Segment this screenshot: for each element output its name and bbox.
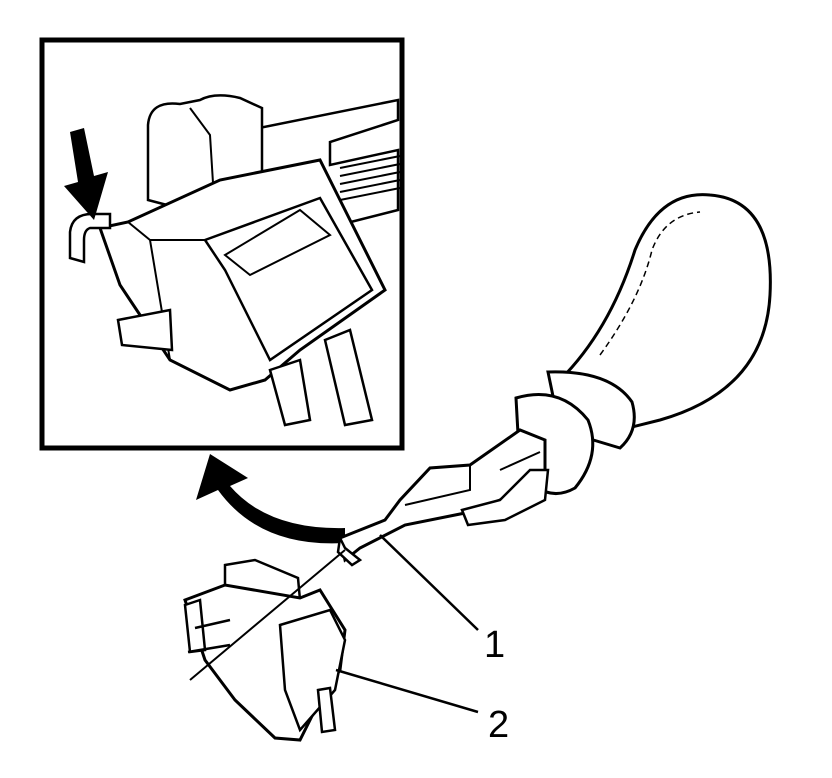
grip-seam	[599, 211, 701, 356]
clip-leg	[316, 686, 337, 734]
leader-line-1-through	[189, 549, 346, 681]
lower-latch	[460, 468, 550, 527]
inset-leg-left	[116, 308, 174, 352]
inset-clip-face-inner	[223, 208, 332, 277]
clip-component	[183, 558, 347, 742]
grip-bulb	[557, 193, 772, 432]
shaft-detail	[404, 451, 541, 506]
leader-line-1	[379, 534, 479, 631]
callout-label-1: 1	[484, 624, 506, 666]
detail-inset	[39, 37, 405, 451]
curved-arrow-icon	[196, 454, 345, 544]
shaft	[338, 428, 547, 563]
clip-prongs	[183, 598, 231, 654]
clip-face	[278, 608, 347, 733]
leader-line-2	[335, 668, 479, 714]
shaft-tab	[336, 533, 363, 567]
down-arrow-icon	[64, 128, 108, 220]
callout-label-2: 2	[488, 704, 510, 746]
inset-leg-bottom	[268, 358, 312, 427]
inset-spring	[339, 155, 401, 201]
inset-hook	[68, 212, 112, 264]
main-assembly	[336, 193, 772, 567]
inset-leg-right	[323, 328, 374, 427]
inset-clip-face	[203, 196, 374, 362]
